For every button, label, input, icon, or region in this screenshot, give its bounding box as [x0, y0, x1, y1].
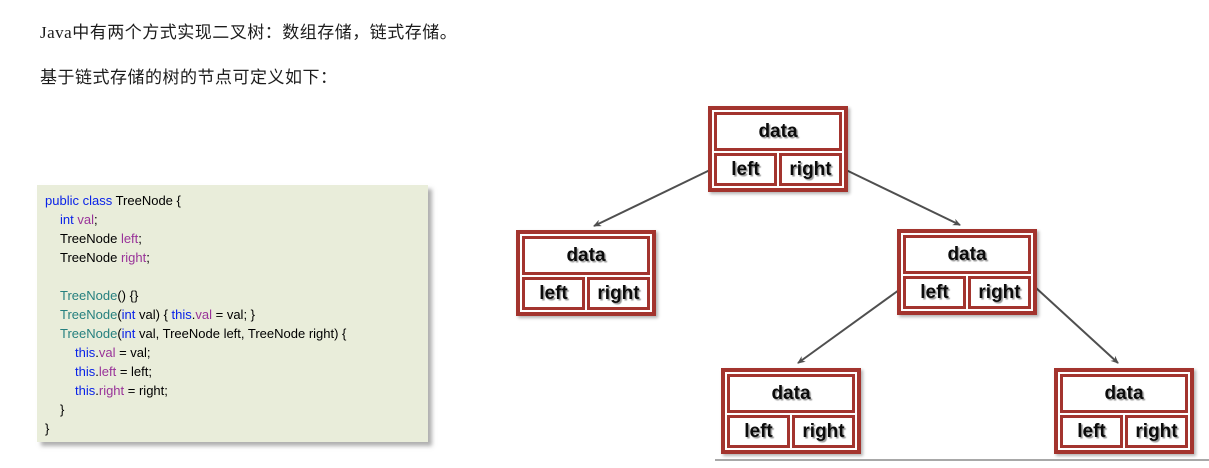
code-token-plain: (	[117, 307, 122, 322]
code-token-keyword: int	[121, 307, 136, 322]
tree-arrow-root-to-level2-left	[593, 169, 711, 227]
code-line: TreeNode right;	[45, 248, 420, 267]
code-token-plain: ;	[146, 250, 150, 265]
code-line: }	[45, 400, 420, 419]
code-token-plain: ;	[138, 231, 142, 246]
code-line: TreeNode() {}	[45, 286, 420, 305]
node-data-cell: data	[903, 235, 1031, 274]
node-data-cell: data	[1060, 374, 1188, 413]
code-token-plain: ;	[93, 212, 98, 227]
code-token-ctor: TreeNode	[60, 288, 118, 303]
code-line: TreeNode(int val, TreeNode left, TreeNod…	[45, 324, 420, 343]
code-token-plain: TreeNode	[60, 231, 121, 246]
code-token-keyword: this	[75, 345, 96, 360]
code-token-plain: = left;	[116, 364, 152, 379]
code-token-plain: .	[95, 345, 99, 360]
node-left-cell: left	[714, 153, 777, 186]
code-token-keyword: int	[121, 326, 136, 341]
node-left-cell: left	[727, 415, 790, 448]
node-right-cell: right	[968, 276, 1031, 309]
intro-text-line1: Java中有两个方式实现二叉树：数组存储，链式存储。	[40, 23, 458, 42]
code-line: this.right = right;	[45, 381, 420, 400]
code-token-plain: val, TreeNode left, TreeNode right) {	[135, 326, 347, 341]
node-right-cell: right	[1125, 415, 1188, 448]
code-token-field: val	[195, 307, 213, 322]
code-token-plain: .	[95, 364, 99, 379]
code-token-keyword: this	[75, 383, 96, 398]
tree-arrow-level2-right-to-level3-right	[1034, 286, 1119, 364]
code-token-field: left	[120, 231, 139, 246]
code-line: this.left = left;	[45, 362, 420, 381]
code-token-plain: .	[95, 383, 99, 398]
code-token-field: right	[98, 383, 125, 398]
code-token-plain: = right;	[124, 383, 168, 398]
code-token-keyword: int	[60, 212, 78, 227]
code-token-plain: () {}	[117, 288, 139, 303]
code-token-ctor: TreeNode	[60, 307, 118, 322]
code-line: int val;	[45, 210, 420, 229]
code-token-plain: = val;	[115, 345, 151, 360]
code-token-plain: = val; }	[212, 307, 256, 322]
node-right-cell: right	[792, 415, 855, 448]
code-line: TreeNode left;	[45, 229, 420, 248]
code-line: this.val = val;	[45, 343, 420, 362]
code-line: TreeNode(int val) { this.val = val; }	[45, 305, 420, 324]
node-right-cell: right	[587, 277, 650, 310]
code-token-plain: TreeNode	[60, 250, 121, 265]
code-token-field: left	[98, 364, 117, 379]
code-token-plain: val) {	[135, 307, 172, 322]
bottom-divider	[715, 459, 1209, 461]
node-left-cell: left	[522, 277, 585, 310]
node-data-cell: data	[522, 236, 650, 275]
code-token-field: val	[98, 345, 116, 360]
code-token-keyword: this	[171, 307, 192, 322]
code-token-plain: }	[60, 402, 65, 417]
node-right-cell: right	[779, 153, 842, 186]
code-token-plain: }	[45, 421, 50, 436]
code-line: }	[45, 419, 420, 438]
code-token-plain: (	[117, 326, 122, 341]
code-line: public class TreeNode {	[45, 191, 420, 210]
intro-text-line2: 基于链式存储的树的节点可定义如下：	[40, 68, 338, 87]
code-token-plain: .	[191, 307, 196, 322]
tree-arrow-root-to-level2-right	[845, 169, 961, 226]
code-token-field: val	[77, 212, 94, 227]
code-token-plain: TreeNode {	[115, 193, 181, 208]
code-token-keyword: this	[75, 364, 96, 379]
node-data-cell: data	[714, 112, 842, 151]
code-token-ctor: TreeNode	[60, 326, 118, 341]
tree-arrow-level2-right-to-level3-left	[797, 289, 900, 364]
code-token-keyword: public class	[45, 193, 116, 208]
code-token-field: right	[120, 250, 147, 265]
node-data-cell: data	[727, 374, 855, 413]
code-block: public class TreeNode {int val;TreeNode …	[37, 185, 428, 442]
node-left-cell: left	[1060, 415, 1123, 448]
node-left-cell: left	[903, 276, 966, 309]
